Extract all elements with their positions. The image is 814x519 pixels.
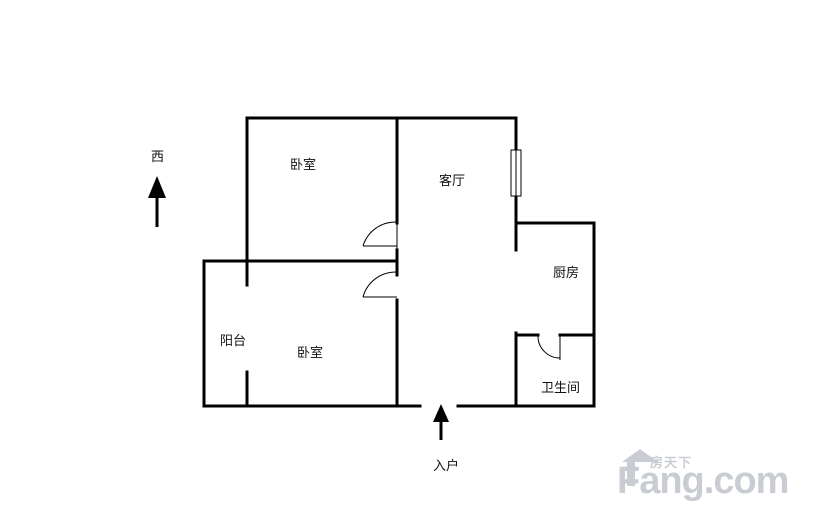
room-label-bedroom-north: 卧室 xyxy=(290,158,317,173)
door-south-bedroom xyxy=(362,271,398,298)
doors xyxy=(362,221,561,360)
room-label-balcony: 阳台 xyxy=(220,334,247,349)
door-north-bedroom xyxy=(362,221,398,247)
entrance-arrow-icon xyxy=(433,404,449,440)
room-label-living-room: 客厅 xyxy=(439,174,466,189)
door-bathroom xyxy=(537,334,561,359)
compass-label: 西 xyxy=(151,150,165,165)
watermark-en: Fang.com xyxy=(617,460,789,502)
walls xyxy=(202,116,596,408)
window xyxy=(510,149,522,197)
entrance-label: 入户 xyxy=(433,459,460,474)
room-label-kitchen: 厨房 xyxy=(553,266,580,281)
watermark-house-icon xyxy=(622,449,658,486)
watermark-cn: 房天下 xyxy=(650,456,693,471)
room-label-bedroom-south: 卧室 xyxy=(297,346,324,361)
room-label-bathroom: 卫生间 xyxy=(541,381,581,396)
compass-arrow-icon xyxy=(148,176,166,227)
